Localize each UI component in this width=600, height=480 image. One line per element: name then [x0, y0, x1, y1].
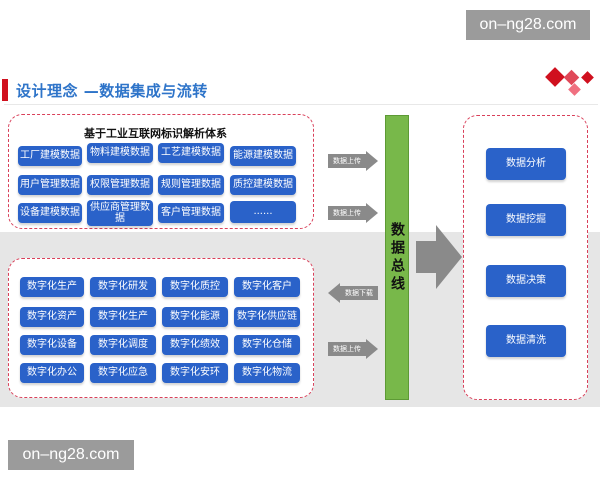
digital-block: 数字化物流 [234, 363, 300, 383]
model-block: 工厂建模数据 [18, 146, 82, 166]
digital-block: 数字化能源 [162, 307, 228, 327]
title-accent-bar [2, 79, 8, 101]
digital-block: 数字化质控 [162, 277, 228, 297]
digital-block: 数字化设备 [20, 335, 84, 355]
digital-block: 数字化绩效 [162, 335, 228, 355]
upload-arrow-1: 数据上传 [328, 151, 378, 171]
model-block: 能源建模数据 [230, 146, 296, 166]
digital-block: 数字化研发 [90, 277, 156, 297]
service-block-decision: 数据决策 [486, 265, 566, 297]
digital-block: 数字化生产 [20, 277, 84, 297]
model-block: 用户管理数据 [18, 175, 82, 195]
digital-block: 数字化应急 [90, 363, 156, 383]
model-block: 供应商管理数据 [87, 200, 153, 226]
digital-block: 数字化仓储 [234, 335, 300, 355]
big-right-arrow [416, 225, 462, 289]
digital-block: 数字化办公 [20, 363, 84, 383]
digital-block: 数字化安环 [162, 363, 228, 383]
digital-block: 数字化资产 [20, 307, 84, 327]
model-group-title: 基于工业互联网标识解析体系 [84, 127, 227, 140]
model-block: 工艺建模数据 [158, 143, 224, 163]
digital-block: 数字化供应链 [234, 307, 300, 327]
upload-arrow-2: 数据上传 [328, 203, 378, 223]
model-block: 权限管理数据 [87, 175, 153, 195]
model-block: 质控建模数据 [230, 175, 296, 195]
slide-title: 设计理念 —数据集成与流转 [16, 82, 208, 100]
watermark-top: on–ng28.com [466, 10, 590, 40]
watermark-bottom: on–ng28.com [8, 440, 134, 470]
model-block: 客户管理数据 [158, 203, 224, 223]
digital-block: 数字化生产 [90, 307, 156, 327]
upload-arrow-3: 数据上传 [328, 339, 378, 359]
model-block: 规则管理数据 [158, 175, 224, 195]
service-block-mining: 数据挖掘 [486, 204, 566, 236]
digital-block: 数字化客户 [234, 277, 300, 297]
data-bus-label: 数据总线 [389, 221, 405, 294]
model-block-more: ...... [230, 201, 296, 223]
title-divider [4, 104, 598, 105]
model-block: 设备建模数据 [18, 203, 82, 223]
digital-block: 数字化调度 [90, 335, 156, 355]
model-block: 物料建模数据 [87, 143, 153, 163]
service-block-cleaning: 数据清洗 [486, 325, 566, 357]
data-bus: 数据总线 [385, 115, 409, 400]
service-block-analysis: 数据分析 [486, 148, 566, 180]
download-arrow: 数据下载 [328, 283, 378, 303]
